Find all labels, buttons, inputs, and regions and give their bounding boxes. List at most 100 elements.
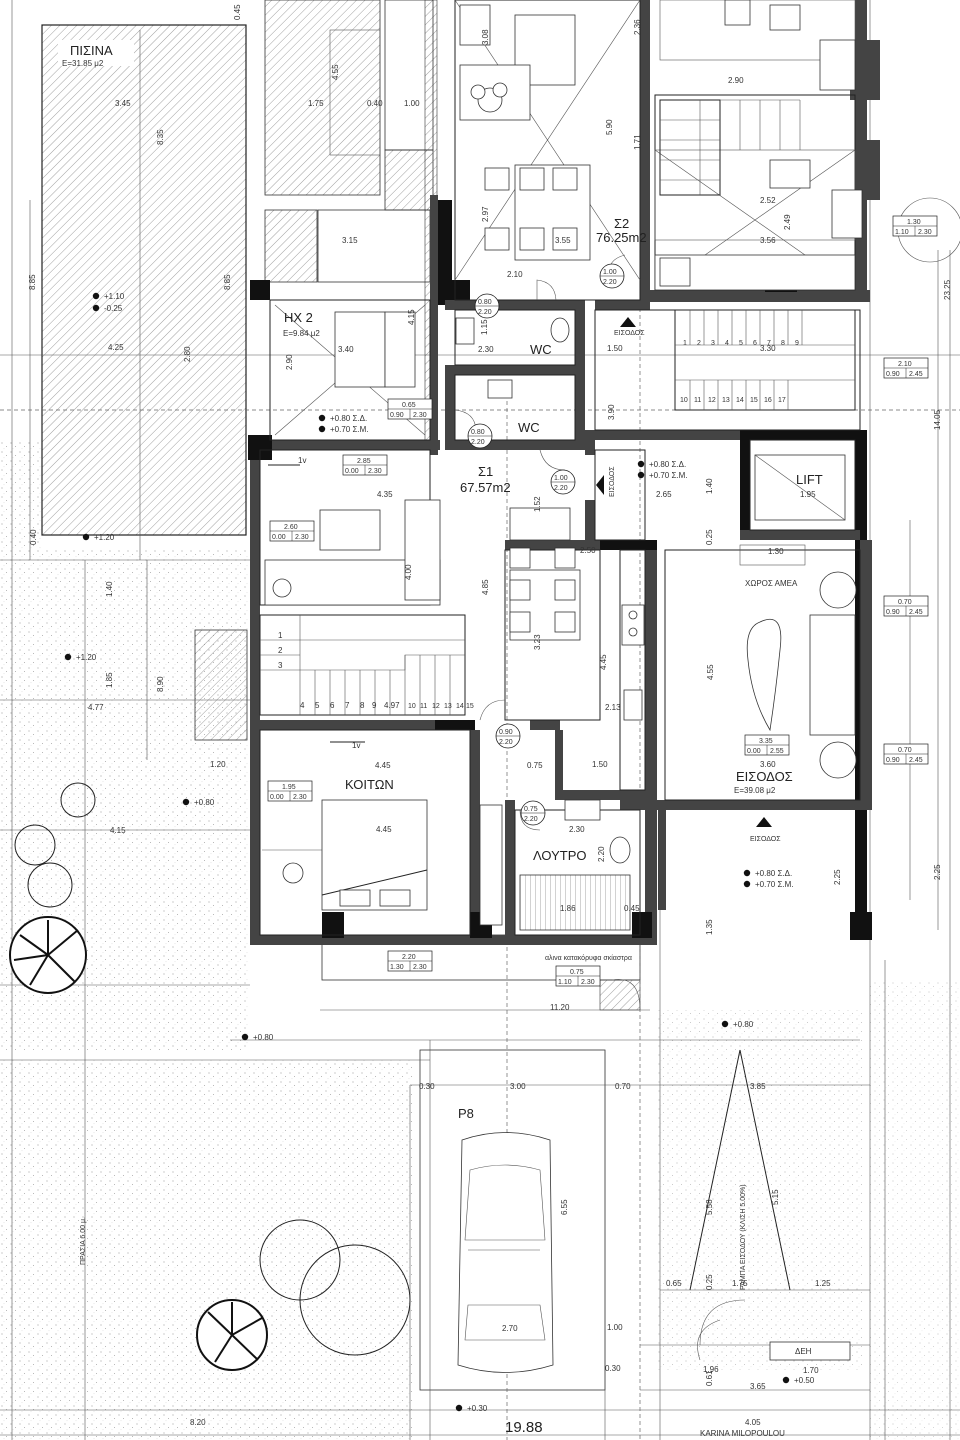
trees: [9, 197, 960, 1371]
opening-o17-height: 2.45: [909, 757, 923, 764]
s1-label: Σ1: [478, 464, 493, 479]
dimension-d44: 3.00: [510, 1082, 526, 1091]
level-l4: +0.70 Σ.Μ.: [330, 425, 369, 434]
bedroom-label: ΚΟΙΤΩΝ: [345, 777, 394, 792]
dimension-d52: 1.25: [815, 1279, 831, 1288]
dimension-d77: 23.25: [943, 279, 952, 300]
dimension-d6: 3.15: [342, 236, 358, 245]
dimension-d1: 3.45: [115, 99, 131, 108]
opening-o7-width: 2.60: [284, 524, 298, 531]
stair-left: 1 2 3 4 5 6 7 8 9 10 11 12 13 14 15 1v 1…: [259, 456, 474, 750]
stair-right-step-5: 5: [739, 340, 743, 347]
level-l2: +0.70 Σ.Μ.: [649, 471, 688, 480]
dimension-d82: 0.30: [605, 1364, 621, 1373]
stair-right-step-6: 6: [753, 340, 757, 347]
dimension-d8: 8.85: [223, 274, 232, 290]
dimension-d83: 0.61: [705, 1370, 714, 1386]
dimension-d86: 0.40: [29, 529, 38, 545]
opening-o6-sill: 0.00: [345, 468, 359, 475]
stair-left-step-6: 6: [330, 701, 335, 710]
stair-right: 1 2 3 4 5 6 7 8 9 10 11 12 13 14 15 16 1…: [674, 309, 856, 411]
stair-right-step-7: 7: [767, 340, 771, 347]
dimension-d71: 2.49: [783, 214, 792, 230]
dimension-d13: 4.15: [407, 309, 416, 325]
dimension-d48: 5.58: [705, 1199, 714, 1215]
dimension-d84: 0.45: [233, 4, 242, 20]
hx2-label: ΗΧ 2: [284, 310, 313, 325]
dimension-d2: 1.75: [308, 99, 324, 108]
opening-o9-sill: 0.00: [270, 794, 284, 801]
level-marker-dot: [92, 304, 100, 312]
dimension-d59: 4.05: [745, 1418, 761, 1427]
stair-left-step-1: 1: [278, 631, 283, 640]
dimension-d57: 3.65: [750, 1382, 766, 1391]
dimension-d28: 4.45: [599, 654, 608, 670]
opening-o12-height: 2.30: [413, 964, 427, 971]
opening-o15-height: 2.45: [909, 371, 923, 378]
room-labels: ΗΧ 2 E=9.84 μ2 WC WC Σ2 76.25m2 Σ1 67.57…: [80, 216, 823, 1438]
opening-o10-width: 0.75: [524, 806, 538, 813]
s2-label: Σ2: [614, 216, 629, 231]
dimension-d3: 0.40: [367, 99, 383, 108]
s1-area: 67.57m2: [460, 480, 511, 495]
pool-area: E=31.85 μ2: [62, 59, 104, 68]
level-l15: +0.50: [794, 1376, 815, 1385]
stair-right-step-13: 13: [722, 397, 730, 404]
opening-o14-sill: 1.10: [895, 229, 909, 236]
stair-left-step-15: 15: [466, 703, 474, 710]
spiral-stair: [659, 99, 801, 196]
level-marker-dot: [637, 471, 645, 479]
opening-o17-sill: 0.90: [886, 757, 900, 764]
dimension-d39: 2.20: [597, 846, 606, 862]
stair-right-step-17: 17: [778, 397, 786, 404]
entrance-label: ΕΙΣΟΔΟΣ: [736, 769, 793, 784]
dimension-d5: 8.35: [156, 129, 165, 145]
dimension-d45: 0.70: [615, 1082, 631, 1091]
stair-right-step-10: 10: [680, 397, 688, 404]
dimension-d7: 8.85: [28, 274, 37, 290]
level-l14: +0.30: [467, 1404, 488, 1413]
dimension-d60: 4.77: [88, 703, 104, 712]
dimension-d81: 1.52: [533, 496, 542, 512]
dimension-d35: 1.50: [592, 760, 608, 769]
level-marker-dot: [241, 1033, 249, 1041]
dimension-d4: 1.00: [404, 99, 420, 108]
opening-o15-sill: 0.90: [886, 371, 900, 378]
stair-left-step-4: 4: [300, 701, 305, 710]
dimension-d16: 1.15: [480, 319, 489, 335]
opening-o6-height: 2.30: [368, 468, 382, 475]
stair-right-step-14: 14: [736, 397, 744, 404]
dimension-d37: 1.86: [560, 904, 576, 913]
dimension-d67: 2.36: [633, 19, 642, 35]
opening-o16-width: 0.70: [898, 599, 912, 606]
dimension-d46: 3.85: [750, 1082, 766, 1091]
dimension-d32: 4.45: [375, 761, 391, 770]
dimension-d29: 4.55: [706, 664, 715, 680]
dimension-d24: 4.00: [404, 564, 413, 580]
opening-o11-width: 3.35: [759, 738, 773, 745]
dimension-d76: 14.05: [933, 409, 942, 430]
dimension-d11: 3.40: [338, 345, 354, 354]
dimension-d85: 4.55: [331, 64, 340, 80]
dimension-d58: 8.20: [190, 1418, 206, 1427]
glass-shading-label: αλινα κατακόρυφα σκίαστρα: [545, 954, 632, 962]
dimension-d47: 6.55: [560, 1199, 569, 1215]
level-l5: +0.80 Σ.Δ.: [755, 869, 792, 878]
level-l7: +1.10: [104, 292, 125, 301]
wc-lower-label: WC: [518, 420, 540, 435]
opening-o11-sill: 0.00: [747, 748, 761, 755]
dimension-d49: 5.15: [771, 1189, 780, 1205]
dimension-d80: 0.25: [705, 529, 714, 545]
dimension-d23: 4.35: [377, 490, 393, 499]
dimension-d36: 2.30: [569, 825, 585, 834]
dimension-d56: 1.70: [803, 1366, 819, 1375]
opening-o17-width: 0.70: [898, 747, 912, 754]
dimension-d30: 2.13: [605, 703, 621, 712]
dimension-d88: 0.25: [705, 1274, 714, 1290]
opening-o4-width: 0.80: [471, 429, 485, 436]
stair-right-step-1: 1: [683, 340, 687, 347]
level-l9: +1.20: [94, 533, 115, 542]
opening-o1-width: 1.00: [603, 269, 617, 276]
stair-left-step-2: 2: [278, 646, 283, 655]
